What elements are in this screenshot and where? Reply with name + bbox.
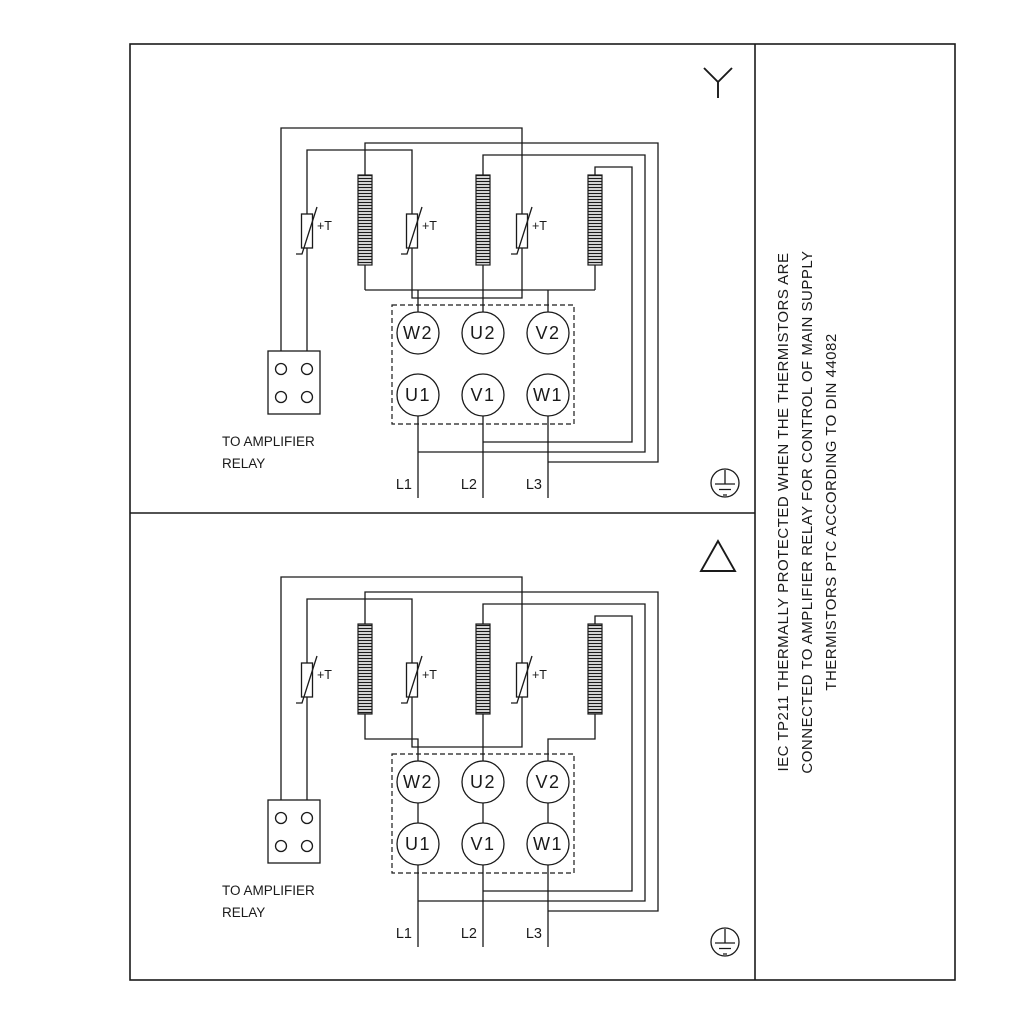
thermistor-icon: +T xyxy=(511,655,547,704)
sidebar-note: IEC TP211 THERMALLY PROTECTED WHEN THE T… xyxy=(775,250,840,773)
supply-label-l2: L2 xyxy=(461,477,477,493)
amplifier-relay-label-line2: RELAY xyxy=(222,456,265,471)
winding-bottom-delta-wires xyxy=(364,714,596,823)
sidebar-note-line-2: CONNECTED TO AMPLIFIER RELAY FOR CONTROL… xyxy=(799,250,816,773)
motor-winding xyxy=(587,174,603,266)
sidebar-note-line-1: IEC TP211 THERMALLY PROTECTED WHEN THE T… xyxy=(775,252,792,771)
diagram-frame xyxy=(129,43,956,981)
supply-stem-wires xyxy=(417,416,549,498)
ground-icon xyxy=(710,927,740,957)
terminal-v2: V2 xyxy=(526,760,570,804)
terminal-v1: V1 xyxy=(461,822,505,866)
star-icon xyxy=(703,67,733,98)
terminal-block-outline xyxy=(391,304,575,425)
relay-terminal-pin xyxy=(300,390,314,404)
supply-label-l1: L1 xyxy=(396,926,412,942)
thermistor-chain-wires xyxy=(280,127,523,351)
terminal-w2: W2 xyxy=(396,311,440,355)
terminal-u1: U1 xyxy=(396,822,440,866)
terminal-u2: U2 xyxy=(461,760,505,804)
thermistor-icon: +T xyxy=(296,206,332,255)
terminal-w2: W2 xyxy=(396,760,440,804)
terminal-u1: U1 xyxy=(396,373,440,417)
delta-icon xyxy=(699,539,737,572)
svg-text:V1: V1 xyxy=(470,385,495,405)
panel-delta: +T +T +T TO AMPLIFIER RELAY W2 xyxy=(222,539,740,957)
relay-terminal-box xyxy=(267,350,321,415)
thermistor-label: +T xyxy=(317,219,332,233)
winding-top-loop-wires xyxy=(364,591,659,912)
terminal-v2: V2 xyxy=(526,311,570,355)
amplifier-relay-label-line2: RELAY xyxy=(222,905,265,920)
terminal-u2: U2 xyxy=(461,311,505,355)
svg-text:W2: W2 xyxy=(403,772,433,792)
thermistor-icon: +T xyxy=(401,206,437,255)
thermistor-label: +T xyxy=(532,219,547,233)
relay-terminal-pin xyxy=(274,390,288,404)
motor-winding xyxy=(357,174,373,266)
svg-text:W1: W1 xyxy=(533,834,563,854)
relay-terminal-pin xyxy=(274,811,288,825)
relay-terminal-pin xyxy=(300,811,314,825)
motor-winding xyxy=(475,174,491,266)
sidebar-note-line-3: THERMISTORS PTC ACCORDING TO DIN 44082 xyxy=(823,333,840,690)
motor-winding xyxy=(357,623,373,715)
svg-text:U1: U1 xyxy=(405,834,431,854)
thermistor-icon: +T xyxy=(296,655,332,704)
svg-text:U2: U2 xyxy=(470,772,496,792)
supply-label-l3: L3 xyxy=(526,477,542,493)
svg-text:V1: V1 xyxy=(470,834,495,854)
winding-top-loop-wires xyxy=(364,142,659,463)
supply-stem-wires xyxy=(417,865,549,947)
relay-terminal-box xyxy=(267,799,321,864)
relay-terminal-pin xyxy=(274,362,288,376)
terminal-w1: W1 xyxy=(526,822,570,866)
terminal-v1: V1 xyxy=(461,373,505,417)
relay-terminal-pin xyxy=(300,362,314,376)
thermistor-icon: +T xyxy=(401,655,437,704)
relay-terminal-pin xyxy=(300,839,314,853)
supply-label-l1: L1 xyxy=(396,477,412,493)
svg-text:U2: U2 xyxy=(470,323,496,343)
amplifier-relay-label-line1: TO AMPLIFIER xyxy=(222,883,315,898)
thermistor-icon: +T xyxy=(511,206,547,255)
winding-bottom-star-wires xyxy=(364,265,596,312)
thermistor-label: +T xyxy=(317,668,332,682)
panel-star: +T +T +T TO AMPLIFIER RELAY W2 xyxy=(222,67,740,498)
terminal-w1: W1 xyxy=(526,373,570,417)
svg-text:V2: V2 xyxy=(535,323,560,343)
thermistor-label: +T xyxy=(422,219,437,233)
thermistor-chain-wires xyxy=(280,576,523,800)
supply-label-l2: L2 xyxy=(461,926,477,942)
thermistor-label: +T xyxy=(422,668,437,682)
ground-icon xyxy=(710,468,740,498)
svg-text:U1: U1 xyxy=(405,385,431,405)
relay-terminal-pin xyxy=(274,839,288,853)
svg-text:V2: V2 xyxy=(535,772,560,792)
amplifier-relay-label-line1: TO AMPLIFIER xyxy=(222,434,315,449)
terminal-block-outline xyxy=(391,753,575,874)
svg-text:W1: W1 xyxy=(533,385,563,405)
svg-text:W2: W2 xyxy=(403,323,433,343)
thermistor-label: +T xyxy=(532,668,547,682)
supply-label-l3: L3 xyxy=(526,926,542,942)
motor-winding xyxy=(587,623,603,715)
motor-winding xyxy=(475,623,491,715)
